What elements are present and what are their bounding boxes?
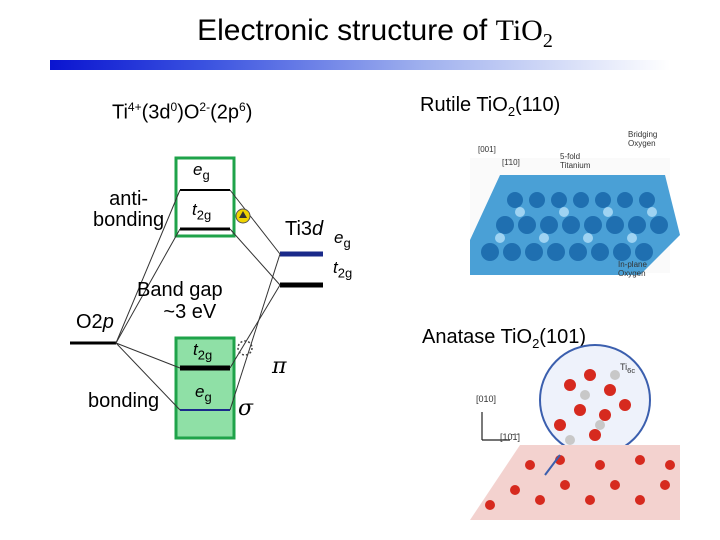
- rutile-caption-110: [1̄10]: [502, 158, 520, 167]
- band-gap-label: Band gap ~3 eV: [137, 279, 223, 323]
- anatase-caption-101: [10̄1̄]: [500, 432, 521, 442]
- bonding-label: bonding: [88, 390, 160, 412]
- rutile-surface-image: [470, 158, 680, 275]
- title-underline-bar: [50, 60, 670, 70]
- t2g-bonding-label: t2g: [193, 340, 213, 363]
- anatase-caption-010: [010]: [476, 394, 497, 404]
- sigma-symbol: σ: [238, 396, 254, 421]
- antibonding-box: [174, 156, 236, 238]
- page-title: Electronic structure of TiO2: [197, 14, 553, 52]
- rutile-caption-inplane: In-plane Oxygen: [618, 260, 647, 278]
- anatase-caption-ti: Ti6c: [620, 362, 636, 375]
- dotted-orbital-icon: [237, 340, 253, 356]
- pi-symbol: π: [272, 354, 287, 379]
- correlation-lines: [115, 189, 281, 411]
- rutile-label: Rutile TiO2(110): [420, 94, 561, 119]
- title-formula: TiO2: [495, 14, 553, 52]
- rutile-caption-001: [001]: [478, 145, 496, 154]
- eg-antibonding-label: eg: [193, 160, 210, 183]
- eg-bonding-label: eg: [195, 382, 212, 405]
- t2g-antibonding-label: t2g: [192, 200, 212, 223]
- anatase-surface-image: [470, 344, 680, 520]
- rutile-caption-titanium: 5-fold Titanium: [560, 152, 591, 170]
- electron-arrow-icon: [235, 208, 251, 224]
- ion-configuration: Ti4+(3d0)O2-(2p6): [112, 100, 253, 124]
- rutile-caption-bridging: Bridging Oxygen: [628, 130, 658, 148]
- ti-t2g-label: t2g: [333, 258, 353, 281]
- ti-eg-label: eg: [334, 228, 351, 251]
- ti3d-label: Ti3d: [285, 218, 324, 240]
- bonding-box: [174, 336, 236, 440]
- anatase-label: Anatase TiO2(101): [422, 326, 586, 351]
- o2p-label: O2p: [76, 311, 114, 333]
- antibonding-label: anti- bonding: [93, 188, 165, 231]
